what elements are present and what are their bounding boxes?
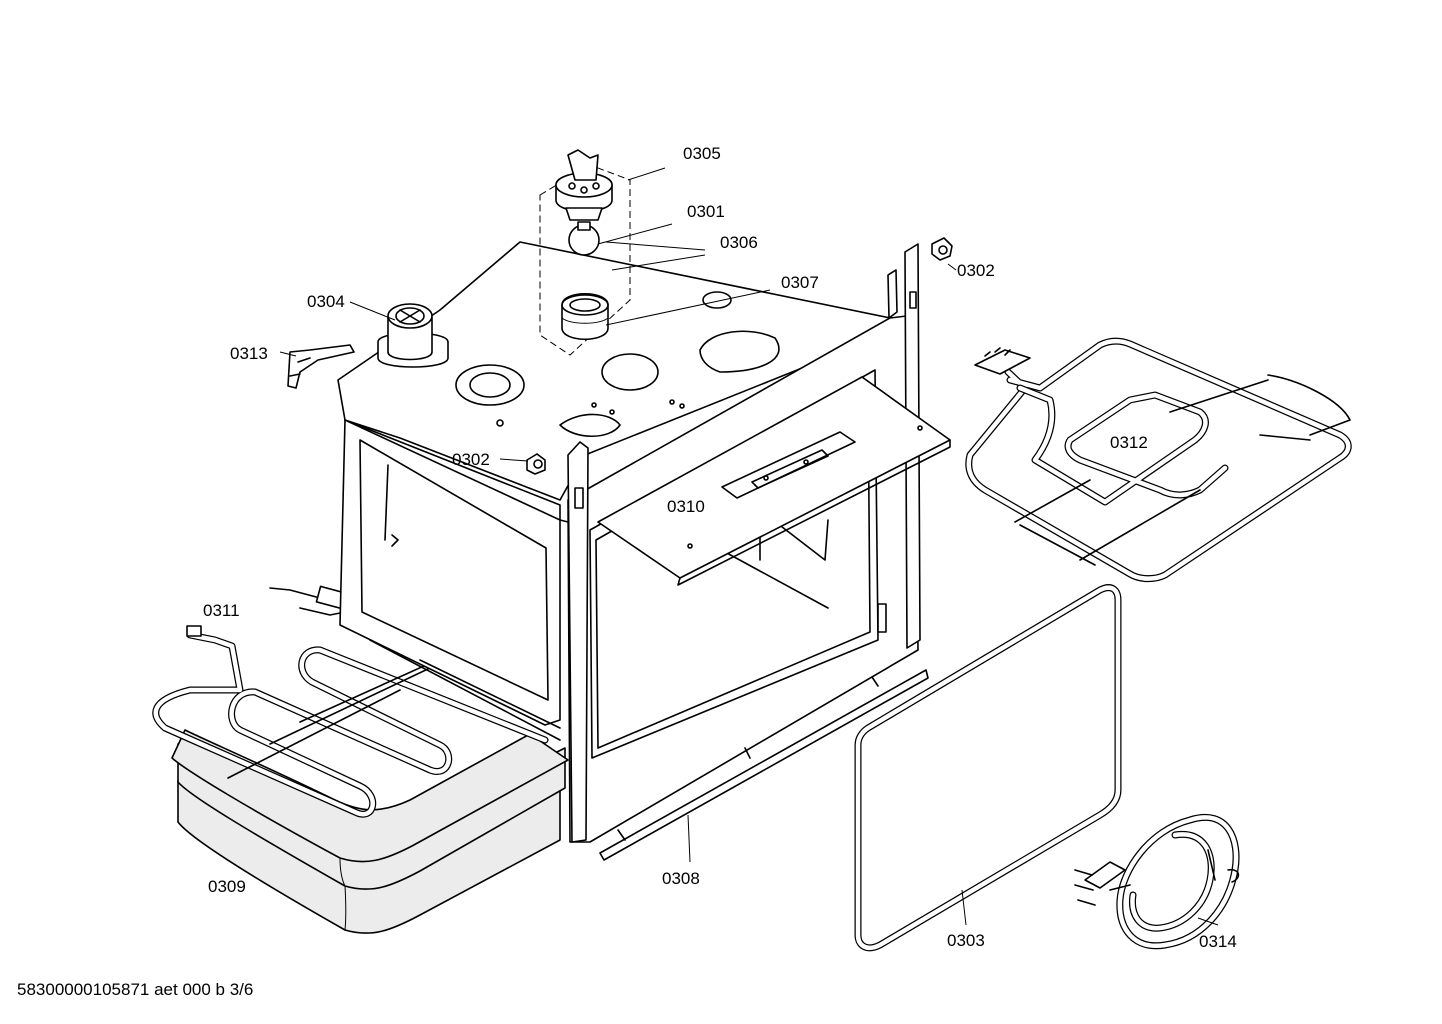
insulation-mat-0309 [171,729,569,934]
front-trim-strip-0308 [599,669,929,861]
label-0301: 0301 [687,202,725,221]
fastener-0302-center [526,453,546,475]
top-cover-plate-0310 [597,376,951,586]
grill-heating-element-0312 [965,337,1352,583]
label-0303: 0303 [947,931,985,950]
leader-lines [279,167,1219,926]
oven-cavity-body [337,241,901,741]
label-0312: 0312 [1110,433,1148,452]
document-reference-footer: 58300000105871 aet 000 b 3/6 [17,980,254,999]
lamp-assembly [539,149,631,356]
part-labels: 0305 0301 0306 0307 0302 0304 0313 0302 … [203,144,1237,951]
label-0310: 0310 [667,497,705,516]
label-0314: 0314 [1199,932,1237,951]
label-0307: 0307 [781,273,819,292]
circular-heating-element-0314 [1074,814,1240,950]
label-0313: 0313 [230,344,268,363]
label-0311: 0311 [203,601,240,620]
label-0302-right: 0302 [957,261,995,280]
label-0306: 0306 [720,233,758,252]
fastener-0302-right [931,237,953,261]
door-gasket-0303 [854,584,1122,952]
label-0309: 0309 [208,877,246,896]
bracket-0313 [287,344,355,389]
label-0308: 0308 [662,869,700,888]
lamp-socket-0304 [377,303,449,368]
label-0302-center: 0302 [452,450,490,469]
label-0304: 0304 [307,292,345,311]
label-0305: 0305 [683,144,721,163]
